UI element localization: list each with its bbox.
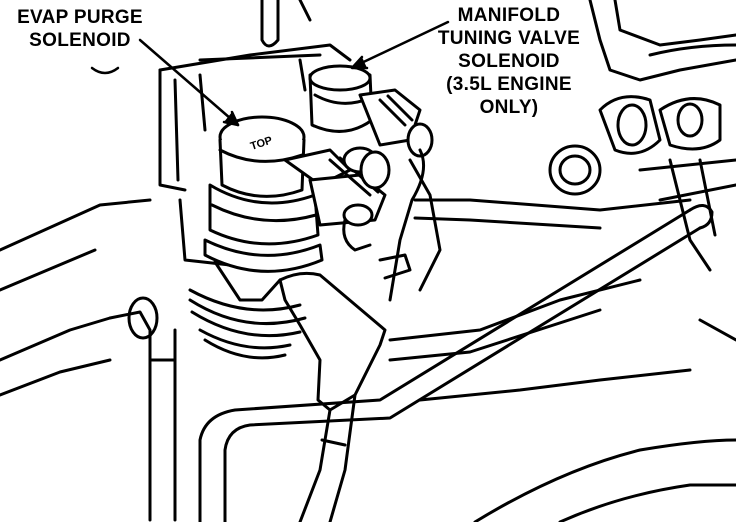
evap-purge-solenoid: TOP [188,115,391,360]
evap-label-line-2: SOLENOID [29,30,131,51]
leader-lines [90,20,450,127]
mtv-label-line-1: MANIFOLD [457,5,561,26]
mtv-label-line-5: ONLY) [479,97,539,118]
engine-body-left [0,198,177,522]
mtv-label-line-3: SOLENOID [458,51,560,72]
mount-hole-left [127,296,159,340]
metal-line [198,198,714,524]
mtv-leader-line [353,20,450,68]
intake-duct [388,278,736,524]
mtv-leader-arrowhead [350,55,369,70]
mtv-label-line-4: (3.5L ENGINE [446,74,572,95]
evap-label-line-1: EVAP PURGE [17,7,143,28]
solenoid-bracket [158,43,442,292]
manifold-tuning-valve-solenoid [198,53,434,302]
vacuum-hose [278,271,387,524]
top-post [260,0,312,48]
mtv-label-line-2: TUNING VALVE [437,28,581,49]
evap-leader-arrowhead [222,110,240,127]
evap-leader-line [138,38,240,127]
manifold-casting [548,0,736,342]
manifold-tuning-valve-label: MANIFOLD TUNING VALVE SOLENOID (3.5L ENG… [424,4,594,119]
evap-purge-solenoid-label: EVAP PURGE SOLENOID [6,6,154,52]
label-swoosh [90,66,120,75]
